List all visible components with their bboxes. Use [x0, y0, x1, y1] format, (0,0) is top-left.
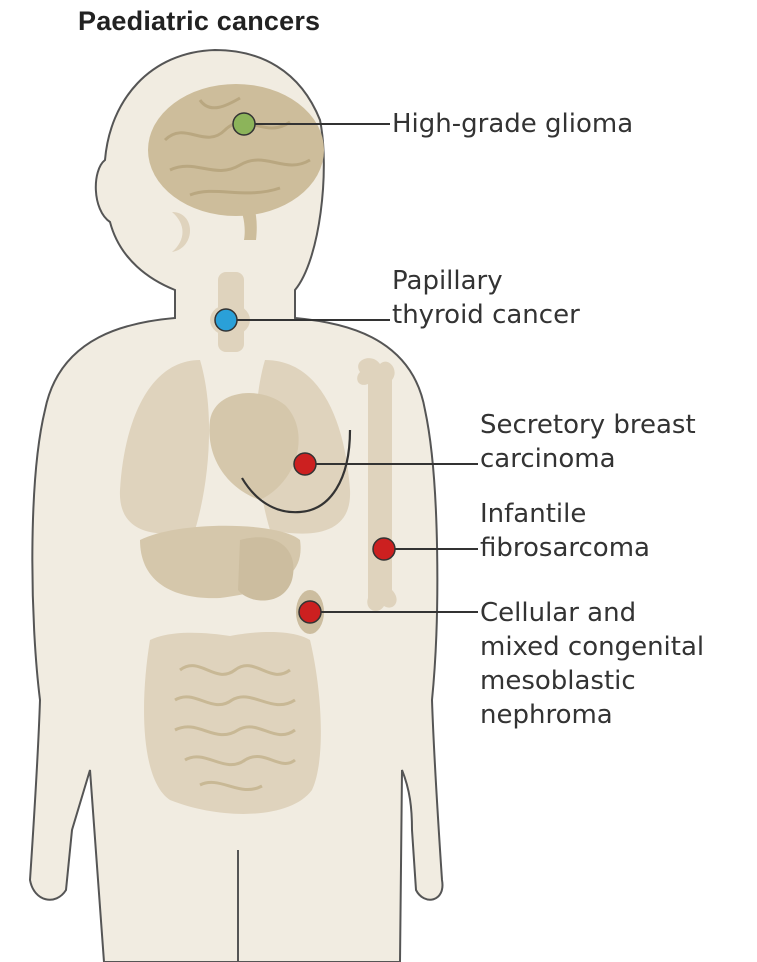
label-nephroma: Cellular and mixed congenital mesoblasti… — [480, 596, 704, 732]
label-glioma: High-grade glioma — [392, 107, 633, 141]
label-breast: Secretory breast carcinoma — [480, 408, 696, 476]
label-thyroid: Papillary thyroid cancer — [392, 264, 580, 332]
brain — [148, 84, 324, 216]
marker-nephroma — [299, 601, 321, 623]
marker-glioma — [233, 113, 255, 135]
marker-fibrosarcoma — [373, 538, 395, 560]
marker-thyroid — [215, 309, 237, 331]
label-fibrosarcoma: Infantile fibrosarcoma — [480, 497, 650, 565]
marker-breast — [294, 453, 316, 475]
